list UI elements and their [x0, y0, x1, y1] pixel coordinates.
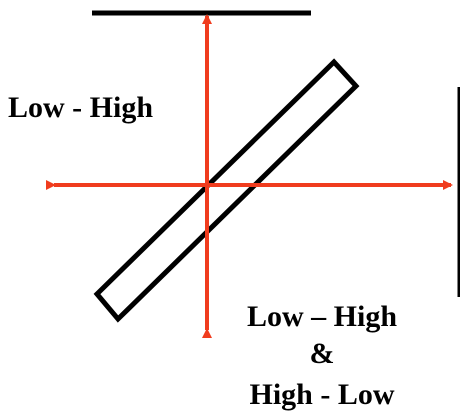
label-bottom-line3: High - Low: [249, 378, 394, 411]
label-left: Low - High: [8, 91, 153, 124]
label-bottom-line1: Low – High: [247, 300, 397, 333]
label-bottom-line2: &: [310, 337, 335, 370]
beam-splitter: [93, 58, 360, 323]
